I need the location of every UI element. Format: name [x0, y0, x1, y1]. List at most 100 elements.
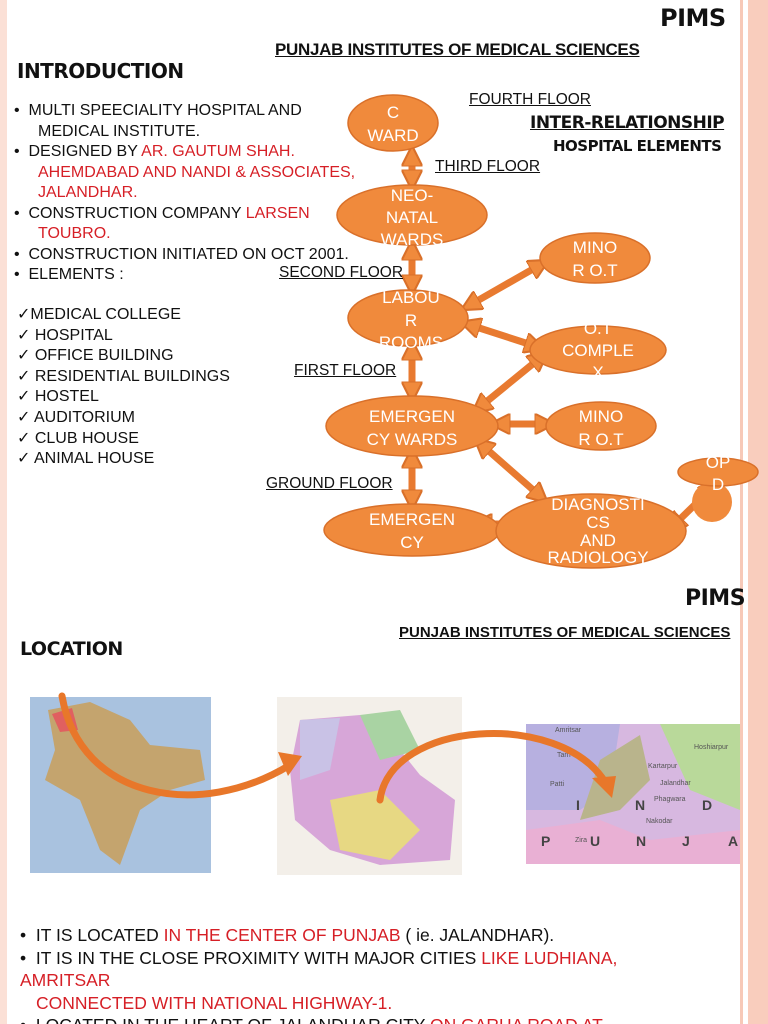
map-label: Zira	[575, 837, 587, 844]
bullet-text: ELEMENTS :	[28, 266, 124, 283]
subtitle-2-wrap: PUNJAB INSTITUTES OF MEDICAL SCIENCES	[399, 624, 740, 641]
node-label: CY WARDS	[367, 430, 458, 449]
node-label: AND	[580, 531, 616, 550]
map-label: Jalandhar	[660, 780, 691, 787]
node-label: ROOMS	[379, 333, 443, 352]
map-letter: J	[682, 833, 690, 849]
bullet-cont: TOUBRO.	[38, 225, 111, 242]
arrow	[482, 445, 540, 496]
node-label: CY	[400, 533, 424, 552]
element-item: ✓ RESIDENTIAL BUILDINGS	[17, 367, 230, 385]
bullet: • IT IS LOCATED IN THE CENTER OF PUNJAB …	[20, 925, 555, 945]
bullet-text: IT IS LOCATED	[35, 925, 164, 945]
map-label: Patti	[550, 781, 564, 788]
bullet-highlight: LARSEN	[245, 204, 310, 222]
bullet: • DESIGNED BY AR. GAUTUM SHAH.	[14, 143, 295, 160]
bullet: • IT IS IN THE CLOSE PROXIMITY WITH MAJO…	[20, 947, 618, 968]
intro-bullets: • MULTI SPEECIALITY HOSPITAL AND MEDICAL…	[14, 101, 355, 286]
bullet-highlight: AR. GAUTUM SHAH.	[141, 143, 295, 160]
bullet-text: ( ie. JALANDHAR).	[400, 925, 555, 945]
bullet-text: LOCATED IN THE HEART OF JALANDHAR CITY	[36, 1015, 430, 1024]
node-label: CS	[586, 513, 610, 532]
arrow	[470, 325, 535, 346]
opd-blob	[692, 482, 732, 522]
node-label: MINO	[579, 407, 623, 426]
bullet-cont: CONNECTED WITH NATIONAL HIGHWAY-1.	[36, 992, 393, 1013]
bullet: • MULTI SPEECIALITY HOSPITAL AND	[14, 102, 302, 119]
node-label: X	[592, 363, 603, 382]
map-letter: P	[541, 833, 550, 849]
bullet-text: MULTI SPEECIALITY HOSPITAL AND	[28, 102, 302, 119]
map-letter: A	[728, 833, 738, 849]
node-minor-ot-lower	[545, 401, 657, 451]
bullet: • LOCATED IN THE HEART OF JALANDHAR CITY…	[20, 1014, 617, 1024]
node-label: O.T	[584, 319, 612, 338]
location-maps: Amritsar Tarn Patti Kartarpur Jalandhar …	[30, 692, 740, 875]
curved-arrow	[58, 692, 294, 799]
node-label: MINO	[573, 238, 617, 257]
bullet-text: CONSTRUCTION INITIATED ON OCT 2001.	[28, 245, 349, 263]
node-label: NATAL	[386, 208, 438, 227]
node-c-ward	[347, 94, 439, 152]
bullet-highlight: ON GARHA ROAD AT	[430, 1015, 603, 1024]
location-bullets: • IT IS LOCATED IN THE CENTER OF PUNJAB …	[20, 924, 617, 1024]
node-label: NEO-	[391, 186, 434, 205]
bullet-text: CONSTRUCTION COMPANY	[28, 204, 246, 222]
element-item: ✓ AUDITORIUM	[17, 408, 136, 426]
node-minor-ot-upper	[539, 232, 651, 284]
map-letter: D	[702, 797, 712, 813]
india-map	[30, 697, 211, 873]
node-label: C	[387, 103, 399, 122]
node-labour-rooms	[347, 289, 469, 347]
node-opd	[677, 457, 759, 487]
element-item: ✓ CLUB HOUSE	[17, 429, 139, 447]
section-heading: INTRODUCTION	[17, 59, 184, 83]
map-label: Phagwara	[654, 796, 686, 803]
element-item: ✓ HOSTEL	[17, 388, 99, 406]
section-heading-2: LOCATION	[20, 638, 123, 660]
map-letter: U	[590, 833, 600, 849]
node-label: R O.T	[578, 430, 623, 449]
curved-arrow	[376, 730, 609, 804]
bullet-highlight: IN THE CENTER OF PUNJAB	[163, 925, 401, 945]
diagram-subtitle: HOSPITAL ELEMENTS	[553, 137, 722, 155]
node-ot-complex	[529, 325, 667, 375]
bullet: • CONSTRUCTION COMPANY LARSEN	[14, 204, 310, 222]
floor-label-first: FIRST FLOOR	[294, 362, 397, 379]
map-label: Nakodar	[646, 818, 673, 825]
subtitle: PUNJAB INSTITUTES OF MEDICAL SCIENCES	[275, 40, 640, 59]
subtitle-2: PUNJAB INSTITUTES OF MEDICAL SCIENCES	[399, 624, 731, 641]
floor-label-third: THIRD FLOOR	[435, 158, 541, 175]
arrow	[470, 265, 540, 305]
bullet: • ELEMENTS :	[14, 266, 124, 283]
bullet-text: DESIGNED BY	[28, 143, 142, 160]
map-label: Tarn	[557, 752, 571, 759]
arrow	[480, 358, 540, 407]
bullet-cont: MEDICAL INSTITUTE.	[38, 122, 201, 140]
bullet-cont: AMRITSAR	[20, 970, 111, 990]
bullet-highlight: LIKE LUDHIANA,	[481, 947, 618, 968]
right-border-inner	[740, 0, 743, 1024]
floor-label-ground: GROUND FLOOR	[266, 475, 393, 492]
arrowhead	[592, 776, 616, 798]
elements-list: ✓MEDICAL COLLEGE ✓ HOSPITAL ✓ OFFICE BUI…	[17, 305, 230, 470]
map-label: Kartarpur	[648, 763, 678, 770]
element-item: ✓MEDICAL COLLEGE	[17, 306, 181, 323]
map-letter: N	[635, 797, 645, 813]
brand-title-2: PIMS	[685, 586, 746, 611]
element-item: ✓ OFFICE BUILDING	[17, 347, 174, 365]
bullet-cont: JALANDHAR.	[38, 184, 138, 201]
arrowhead	[278, 752, 302, 776]
right-border-outer	[748, 0, 768, 1024]
node-label: WARD	[367, 126, 418, 145]
node-diagnostics	[495, 493, 687, 569]
element-item: ✓ HOSPITAL	[17, 326, 113, 344]
node-label: D	[712, 475, 724, 494]
node-label: EMERGEN	[369, 510, 455, 529]
map-letter: N	[636, 833, 646, 849]
node-emergency-wards	[325, 395, 499, 457]
node-label: DIAGNOSTI	[551, 495, 645, 514]
floor-label-second: SECOND FLOOR	[279, 264, 404, 281]
